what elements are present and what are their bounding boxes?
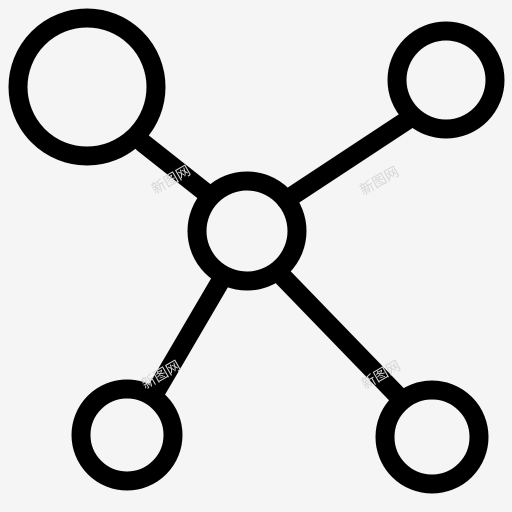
node-bottom-left — [71, 379, 183, 491]
node-bottom-right — [375, 380, 489, 494]
link-top-right — [276, 107, 422, 210]
node-center — [187, 171, 307, 291]
link-top-left — [133, 133, 215, 202]
link-bottom-left — [145, 272, 230, 403]
watermark-2: 新图网 — [357, 164, 401, 199]
node-top-left — [8, 8, 166, 166]
link-bottom-right — [272, 266, 412, 410]
node-top-right — [387, 21, 505, 139]
